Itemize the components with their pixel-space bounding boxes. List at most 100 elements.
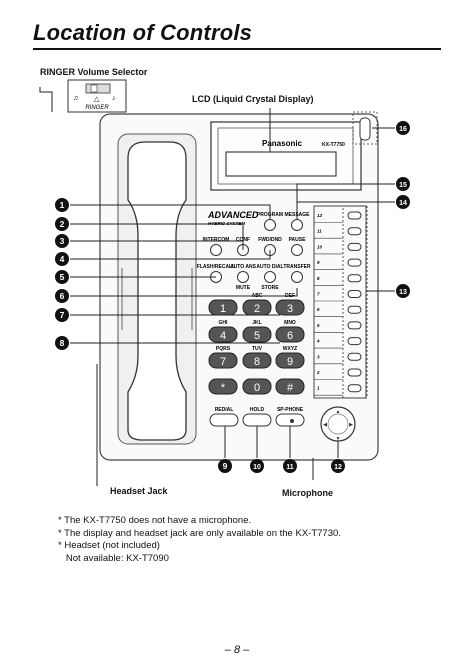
callout-number: 8 <box>60 338 65 348</box>
dial-key-0[interactable] <box>242 378 272 395</box>
callout-10 <box>250 459 264 473</box>
program-button[interactable] <box>264 219 276 231</box>
auto-ans-label: AUTO ANS <box>230 264 257 270</box>
dial-letters: TUV <box>252 346 263 352</box>
callout-9 <box>218 459 232 473</box>
callout-number: 3 <box>60 236 65 246</box>
dial-digit: 9 <box>287 356 293 368</box>
sp-phone-led <box>290 419 294 423</box>
callout-6 <box>55 289 69 303</box>
dial-key-*[interactable] <box>208 378 238 395</box>
lcd-label: LCD (Liquid Crystal Display) <box>192 94 314 104</box>
co-line-button[interactable] <box>347 290 362 298</box>
callout-2 <box>55 217 69 231</box>
message-button[interactable] <box>291 219 303 231</box>
co-line-label: 8 <box>317 276 320 281</box>
nav-right-icon: ▶ <box>349 422 353 428</box>
co-line-label: 9 <box>317 260 320 265</box>
dial-digit: # <box>287 382 294 394</box>
dial-key-9[interactable] <box>275 352 305 369</box>
fwd-dnd-label: FWD/DND <box>258 237 282 243</box>
note-headset: * Headset (not included) <box>58 540 160 551</box>
callout-number: 10 <box>253 464 261 471</box>
dial-digit: 3 <box>287 303 293 315</box>
redial-button[interactable] <box>209 413 239 427</box>
callout-number: 9 <box>223 461 228 471</box>
note-not-available: Not available: KX-T7090 <box>58 552 169 564</box>
callout-8 <box>55 336 69 350</box>
auto-dial-button[interactable] <box>264 271 276 283</box>
dial-key-4[interactable] <box>208 326 238 343</box>
callout-5 <box>55 270 69 284</box>
co-line-label: 6 <box>317 307 320 312</box>
headset-nub <box>359 117 371 141</box>
co-line-label: 4 <box>316 339 320 344</box>
transfer-button[interactable] <box>291 271 303 283</box>
co-line-button[interactable] <box>347 337 362 346</box>
co-line-button[interactable] <box>347 368 362 377</box>
pause-label: PAUSE <box>289 237 307 243</box>
co-line-button[interactable] <box>347 384 362 393</box>
dial-key-5[interactable] <box>242 326 272 343</box>
auto-dial-label: AUTO DIAL <box>256 264 283 270</box>
co-line-label: 7 <box>317 292 320 297</box>
co-line-label: 5 <box>317 323 320 328</box>
callout-number: 14 <box>399 200 407 207</box>
model-label: KX-T7750 <box>322 142 345 148</box>
nav-up-icon: ▲ <box>336 409 341 415</box>
callout-number: 15 <box>399 182 407 189</box>
hold-button[interactable] <box>242 413 272 427</box>
nav-left-icon: ◀ <box>323 422 327 428</box>
advanced-logo: ADVANCED <box>207 210 259 220</box>
intercom-button[interactable] <box>210 244 222 256</box>
intercom-label: INTERCOM <box>203 237 230 243</box>
callout-4 <box>55 252 69 266</box>
bell-high-icon: ♪ <box>112 95 116 102</box>
dial-key-7[interactable] <box>208 352 238 369</box>
callout-14 <box>396 195 410 209</box>
co-line-button[interactable] <box>347 352 362 361</box>
callout-12 <box>331 459 345 473</box>
callout-number: 13 <box>399 289 407 296</box>
callout-16 <box>396 121 410 135</box>
dial-letters: WXYZ <box>283 346 297 352</box>
pause-button[interactable] <box>291 244 303 256</box>
co-line-label: 3 <box>317 354 320 359</box>
dial-key-3[interactable] <box>275 299 305 316</box>
dial-digit: * <box>221 382 226 394</box>
callout-number: 6 <box>60 291 65 301</box>
ringer-switch-inset: ♫ △ ♪ RINGER <box>67 79 127 113</box>
transfer-label: TRANSFER <box>283 264 311 270</box>
co-line-button[interactable] <box>347 211 362 220</box>
co-line-button[interactable] <box>347 305 362 314</box>
sp-phone-label: SP-PHONE <box>277 407 304 413</box>
auto-ans-button[interactable] <box>237 271 249 283</box>
dial-digit: 5 <box>254 330 260 342</box>
store-label: STORE <box>261 285 279 291</box>
dial-digit: 6 <box>287 330 293 342</box>
sp-phone-button[interactable] <box>275 413 305 427</box>
dial-key-6[interactable] <box>275 326 305 343</box>
dial-letters: MNO <box>284 320 296 326</box>
co-line-button[interactable] <box>347 321 362 330</box>
headset-jack-label: Headset Jack <box>110 486 168 496</box>
dial-digit: 0 <box>254 382 260 394</box>
dial-key-8[interactable] <box>242 352 272 369</box>
co-line-label: 1 <box>317 386 320 391</box>
dial-letters: JKL <box>252 320 261 326</box>
co-line-button[interactable] <box>347 258 362 267</box>
callout-11 <box>283 459 297 473</box>
note-microphone: * The KX-T7750 does not have a microphon… <box>58 515 252 526</box>
dial-letters: PQRS <box>216 346 231 352</box>
note-display: * The display and headset jack are only … <box>58 527 341 539</box>
callout-13 <box>396 284 410 298</box>
callout-15 <box>396 177 410 191</box>
co-line-button[interactable] <box>347 242 362 251</box>
co-line-button[interactable] <box>347 274 362 283</box>
co-line-label: 12 <box>317 213 323 218</box>
callout-number: 7 <box>60 310 65 320</box>
dial-key-#[interactable] <box>275 378 305 395</box>
co-line-button[interactable] <box>347 227 362 236</box>
callout-number: 2 <box>60 219 65 229</box>
